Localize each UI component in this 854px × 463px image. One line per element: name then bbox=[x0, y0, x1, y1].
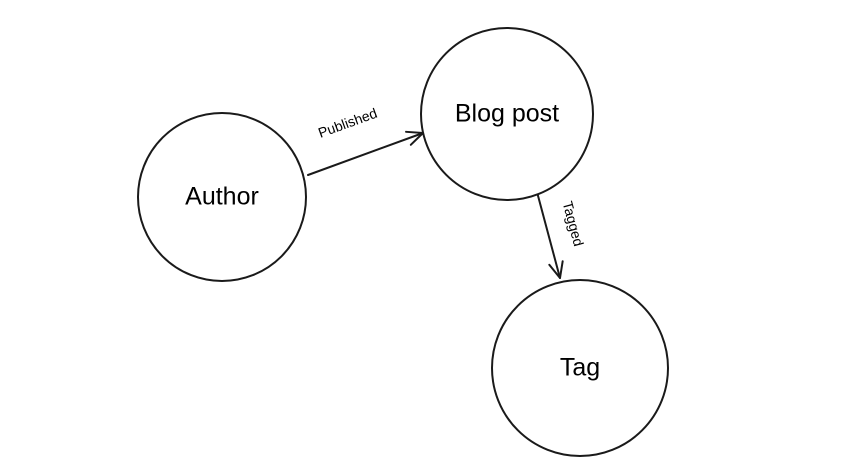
node-author-circle bbox=[137, 112, 307, 282]
node-blog-post-label: Blog post bbox=[455, 100, 559, 128]
edge-tagged-line bbox=[536, 191, 561, 279]
node-tag-circle bbox=[491, 279, 669, 457]
node-blog-post-circle bbox=[420, 27, 594, 201]
edge-tagged-arrowhead-icon bbox=[548, 260, 564, 279]
edge-tagged-label: Tagged bbox=[560, 199, 587, 248]
edge-published-label: Published bbox=[316, 105, 379, 141]
node-author[interactable]: Author bbox=[137, 112, 307, 282]
edge-tagged[interactable]: Tagged bbox=[536, 191, 587, 279]
node-tag[interactable]: Tag bbox=[491, 279, 669, 457]
edge-published[interactable]: Published bbox=[307, 105, 424, 176]
node-tag-label: Tag bbox=[560, 354, 600, 382]
node-blog-post[interactable]: Blog post bbox=[420, 27, 594, 201]
edge-published-line bbox=[307, 132, 424, 176]
node-author-label: Author bbox=[185, 183, 259, 211]
